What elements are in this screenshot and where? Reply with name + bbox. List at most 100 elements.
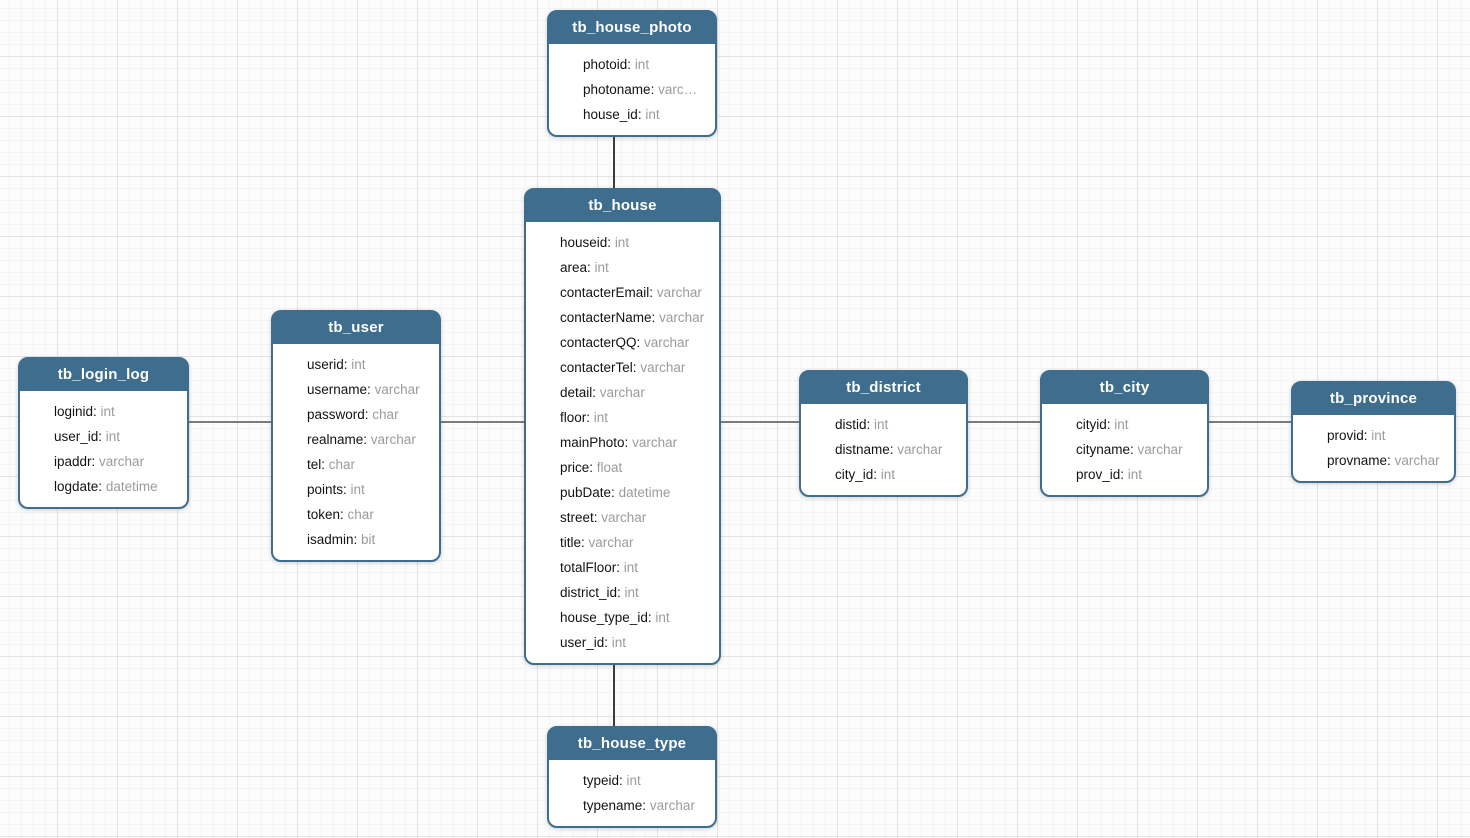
field-row[interactable]: userid: int bbox=[273, 352, 439, 377]
table-header[interactable]: tb_house_type bbox=[549, 728, 715, 760]
relationship-line-tb_house_photo-tb_house[interactable] bbox=[613, 133, 615, 188]
field-name: userid bbox=[307, 357, 344, 372]
field-separator: : bbox=[367, 382, 375, 397]
field-row[interactable]: distname: varchar bbox=[801, 437, 966, 462]
field-row[interactable]: typeid: int bbox=[549, 768, 715, 793]
field-separator: : bbox=[650, 82, 659, 97]
field-row[interactable]: token: char bbox=[273, 502, 439, 527]
field-row[interactable]: user_id: int bbox=[526, 630, 719, 655]
field-row[interactable]: mainPhoto: varchar bbox=[526, 430, 719, 455]
field-row[interactable]: pubDate: datetime bbox=[526, 480, 719, 505]
field-type: varchar bbox=[588, 535, 634, 550]
field-separator: : bbox=[586, 410, 594, 425]
field-type: int bbox=[611, 635, 627, 650]
field-name: cityname bbox=[1076, 442, 1131, 457]
field-row[interactable]: photoname: varc… bbox=[549, 77, 715, 102]
field-row[interactable]: realname: varchar bbox=[273, 427, 439, 452]
field-row[interactable]: street: varchar bbox=[526, 505, 719, 530]
field-type: varchar bbox=[632, 435, 678, 450]
field-row[interactable]: totalFloor: int bbox=[526, 555, 719, 580]
field-type: datetime bbox=[618, 485, 671, 500]
field-row[interactable]: ipaddr: varchar bbox=[20, 449, 187, 474]
field-row[interactable]: cityname: varchar bbox=[1042, 437, 1207, 462]
field-row[interactable]: password: char bbox=[273, 402, 439, 427]
field-type: char bbox=[347, 507, 374, 522]
field-row[interactable]: floor: int bbox=[526, 405, 719, 430]
field-row[interactable]: contacterEmail: varchar bbox=[526, 280, 719, 305]
field-type: int bbox=[874, 417, 889, 432]
relationship-line-tb_city-tb_province[interactable] bbox=[1209, 421, 1291, 423]
field-type: int bbox=[624, 585, 639, 600]
relationship-line-tb_district-tb_city[interactable] bbox=[968, 421, 1040, 423]
field-name: loginid bbox=[54, 404, 94, 419]
table-header[interactable]: tb_city bbox=[1042, 372, 1207, 404]
field-row[interactable]: typename: varchar bbox=[549, 793, 715, 818]
table-header[interactable]: tb_user bbox=[273, 312, 439, 344]
field-row[interactable]: contacterTel: varchar bbox=[526, 355, 719, 380]
field-name: tel bbox=[307, 457, 322, 472]
field-type: int bbox=[105, 429, 121, 444]
field-separator: : bbox=[636, 335, 645, 350]
field-row[interactable]: distid: int bbox=[801, 412, 966, 437]
table-header[interactable]: tb_house_photo bbox=[549, 12, 715, 44]
field-name: pubDate bbox=[560, 485, 612, 500]
field-row[interactable]: photoid: int bbox=[549, 52, 715, 77]
field-row[interactable]: username: varchar bbox=[273, 377, 439, 402]
field-row[interactable]: area: int bbox=[526, 255, 719, 280]
table-header[interactable]: tb_district bbox=[801, 372, 966, 404]
field-separator: : bbox=[616, 560, 624, 575]
relationship-line-tb_house-tb_house_type[interactable] bbox=[613, 663, 615, 726]
field-row[interactable]: cityid: int bbox=[1042, 412, 1207, 437]
field-separator: : bbox=[91, 454, 100, 469]
table-header[interactable]: tb_house bbox=[526, 190, 719, 222]
relationship-line-tb_house-tb_district[interactable] bbox=[721, 421, 799, 423]
field-row[interactable]: isadmin: bit bbox=[273, 527, 439, 552]
field-name: typename bbox=[583, 798, 643, 813]
field-type: int bbox=[1114, 417, 1129, 432]
field-row[interactable]: provname: varchar bbox=[1293, 448, 1454, 473]
field-type: varchar bbox=[601, 510, 647, 525]
field-row[interactable]: detail: varchar bbox=[526, 380, 719, 405]
table-header[interactable]: tb_province bbox=[1293, 383, 1454, 415]
field-separator: : bbox=[340, 507, 348, 522]
field-row[interactable]: city_id: int bbox=[801, 462, 966, 487]
field-row[interactable]: title: varchar bbox=[526, 530, 719, 555]
field-name: distid bbox=[835, 417, 867, 432]
field-separator: : bbox=[592, 385, 600, 400]
field-row[interactable]: points: int bbox=[273, 477, 439, 502]
field-type: varchar bbox=[99, 454, 145, 469]
field-separator: : bbox=[611, 485, 619, 500]
field-row[interactable]: house_type_id: int bbox=[526, 605, 719, 630]
field-name: logdate bbox=[54, 479, 99, 494]
field-row[interactable]: loginid: int bbox=[20, 399, 187, 424]
field-name: prov_id bbox=[1076, 467, 1121, 482]
table-header[interactable]: tb_login_log bbox=[20, 359, 187, 391]
field-type: varchar bbox=[1394, 453, 1440, 468]
field-row[interactable]: district_id: int bbox=[526, 580, 719, 605]
field-separator: : bbox=[642, 798, 650, 813]
field-row[interactable]: contacterQQ: varchar bbox=[526, 330, 719, 355]
field-row[interactable]: provid: int bbox=[1293, 423, 1454, 448]
field-row[interactable]: prov_id: int bbox=[1042, 462, 1207, 487]
field-row[interactable]: house_id: int bbox=[549, 102, 715, 127]
field-row[interactable]: price: float bbox=[526, 455, 719, 480]
field-name: house_type_id bbox=[560, 610, 648, 625]
field-separator: : bbox=[647, 610, 656, 625]
field-type: varchar bbox=[656, 285, 702, 300]
field-row[interactable]: user_id: int bbox=[20, 424, 187, 449]
field-row[interactable]: houseid: int bbox=[526, 230, 719, 255]
field-row[interactable]: tel: char bbox=[273, 452, 439, 477]
field-row[interactable]: contacterName: varchar bbox=[526, 305, 719, 330]
field-row[interactable]: logdate: datetime bbox=[20, 474, 187, 499]
